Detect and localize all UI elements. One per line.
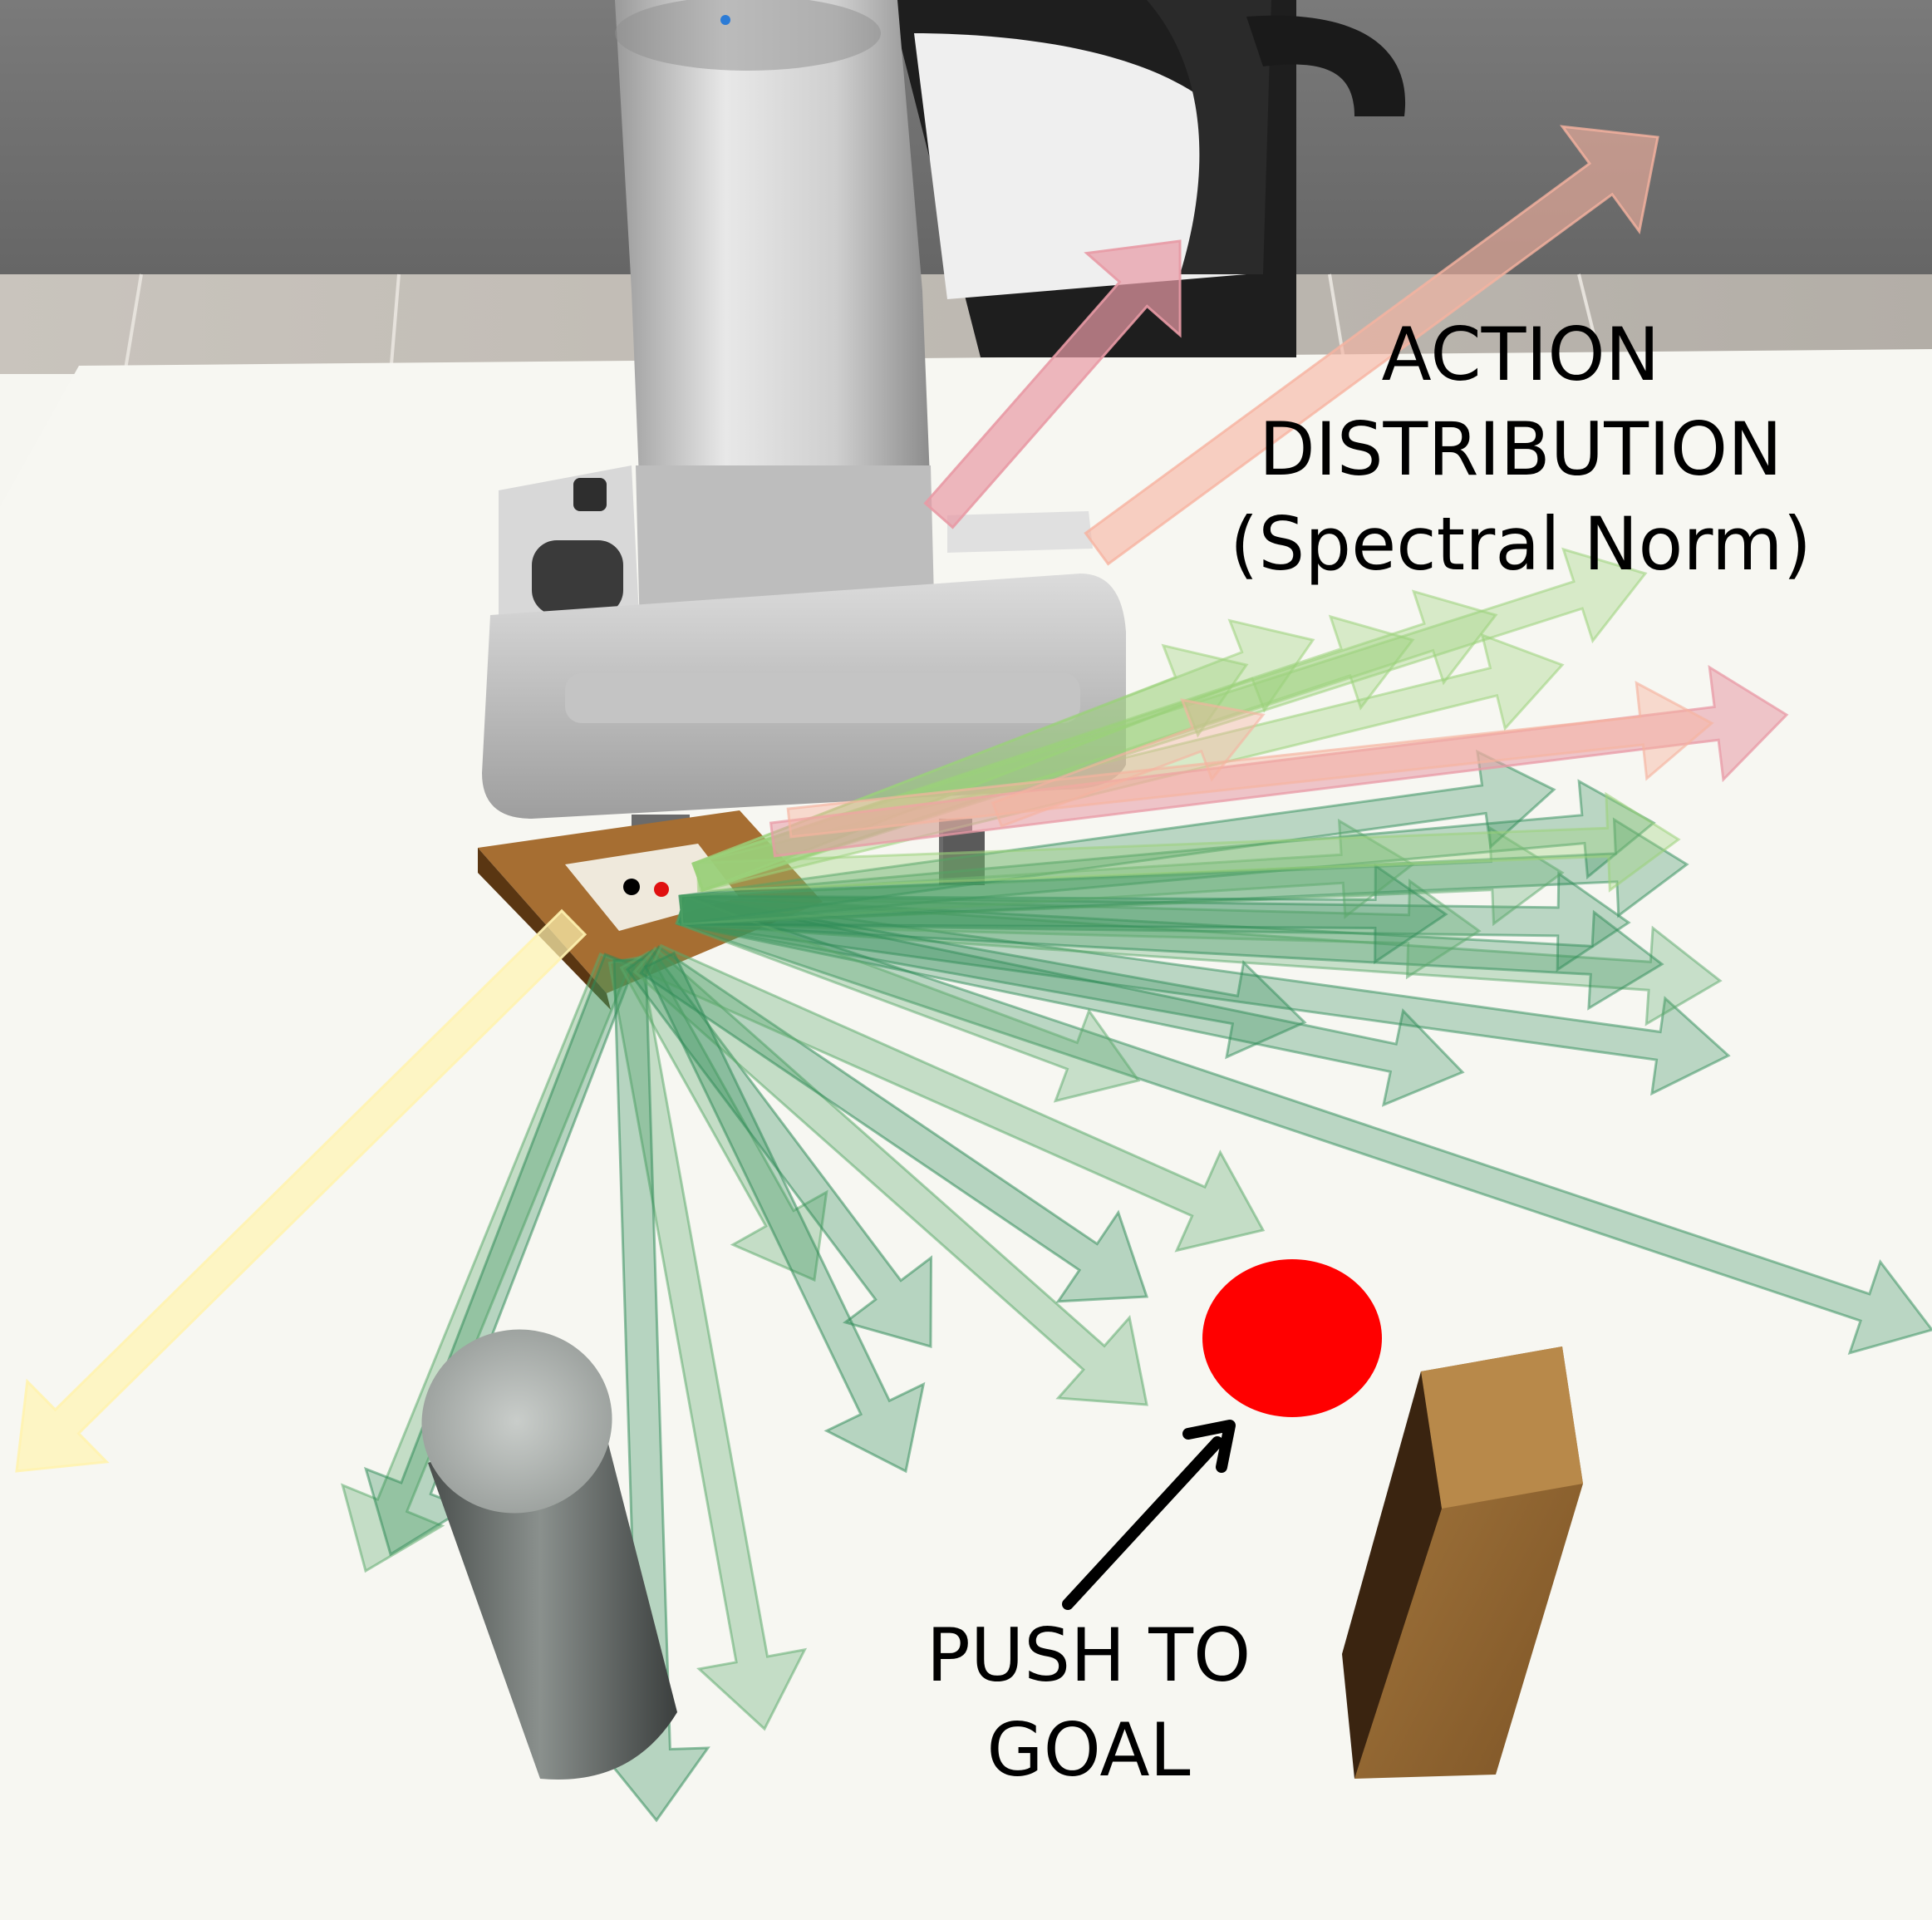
robot-body — [889, 0, 1406, 357]
action-arrow — [678, 749, 1556, 926]
action-arrow — [632, 946, 1148, 1406]
action-label-line-3: (Spectral Norm) — [1230, 501, 1812, 587]
push-to-goal-label: PUSH TO GOAL — [814, 1608, 1363, 1798]
action-arrow — [679, 818, 1415, 926]
action-arrow — [15, 908, 587, 1473]
action-arrow — [646, 943, 1266, 1253]
robot-arm — [499, 0, 935, 632]
push-label-line-2: GOAL — [986, 1707, 1191, 1793]
object-dot — [654, 882, 669, 897]
action-label-line-1: ACTION — [1381, 312, 1660, 397]
gray-cylinder — [421, 1329, 677, 1780]
action-arrow — [769, 664, 1789, 858]
action-arrow — [676, 894, 1465, 1107]
action-arrow — [680, 879, 1482, 980]
end-effector-dot — [623, 879, 640, 895]
action-arrow — [786, 681, 1714, 839]
action-arrow — [696, 791, 1681, 893]
action-distribution-label: ACTION DISTRIBUTION (Spectral Norm) — [1147, 308, 1895, 592]
action-arrow — [923, 239, 1182, 529]
status-light-icon — [720, 15, 730, 25]
action-arrow — [677, 894, 1307, 1060]
goal-dot — [1202, 1259, 1382, 1417]
action-label-line-2: DISTRIBUTION — [1258, 406, 1782, 492]
action-arrow — [991, 698, 1266, 828]
goal-pointer-arrow — [1062, 1420, 1236, 1610]
action-arrow — [639, 945, 1149, 1303]
action-arrow — [678, 894, 1731, 1096]
wooden-block — [1342, 1346, 1583, 1779]
action-arrow — [678, 779, 1656, 926]
action-arrow — [679, 825, 1565, 927]
action-distribution-arrows — [15, 125, 1932, 1823]
push-label-line-1: PUSH TO — [926, 1612, 1251, 1698]
action-arrow — [625, 948, 933, 1348]
action-arrow — [643, 951, 926, 1474]
action-arrow — [680, 863, 1448, 965]
action-arrow — [607, 955, 808, 1731]
action-arrow — [1084, 125, 1659, 566]
